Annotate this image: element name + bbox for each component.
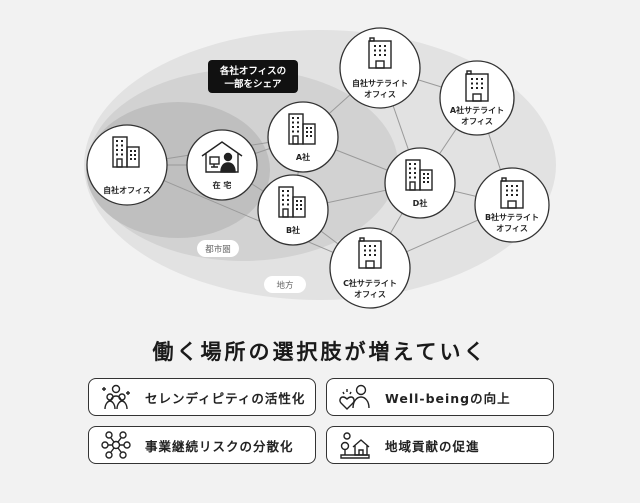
node-label: 自社サテライト xyxy=(352,78,408,88)
benefit-card-community: 地域貢献の促進 xyxy=(326,426,554,464)
urban-area-pill xyxy=(197,240,239,257)
node-label-line2: オフィス xyxy=(461,117,493,126)
node-label-line2: オフィス xyxy=(364,90,396,99)
office-buildings-icon xyxy=(405,159,433,191)
workplace-network-diagram: 各社オフィスの 一部をシェア 都市圏 地方 自社オフィス 在 宅 A社 B社 自社サテラ… xyxy=(84,27,556,309)
building-icon xyxy=(368,37,392,69)
benefit-label: セレンディピティの活性化 xyxy=(145,390,306,406)
node-a: A社 xyxy=(267,101,339,173)
people-sparkle-icon xyxy=(102,384,130,410)
building-icon xyxy=(465,70,489,102)
node-label: B社 xyxy=(286,225,300,235)
connection-line xyxy=(126,164,371,269)
node-own: 自社オフィス xyxy=(86,124,168,206)
regional-area-pill xyxy=(264,276,306,293)
urban-area-label: 都市圏 xyxy=(205,244,231,255)
network-nodes-icon xyxy=(101,431,131,459)
node-d: D社 xyxy=(384,147,456,219)
node-label: A社サテライト xyxy=(450,105,504,115)
benefit-label: 事業継続リスクの分散化 xyxy=(145,438,294,454)
benefit-card-wellbeing: Well-beingの向上 xyxy=(326,378,554,416)
node-label: 自社オフィス xyxy=(103,185,151,195)
benefit-label: Well-beingの向上 xyxy=(385,390,511,406)
office-buildings-icon xyxy=(288,113,316,145)
node-label: D社 xyxy=(413,198,428,208)
heart-person-icon xyxy=(339,384,370,410)
share-callout-line1: 各社オフィスの xyxy=(219,65,286,77)
benefit-label: 地域貢献の促進 xyxy=(385,438,480,454)
benefit-card-serendipity: セレンディピティの活性化 xyxy=(88,378,316,416)
benefit-card-bcp: 事業継続リスクの分散化 xyxy=(88,426,316,464)
building-icon xyxy=(500,177,524,209)
share-callout-line2: 一部をシェア xyxy=(224,78,282,90)
node-home: 在 宅 xyxy=(186,129,258,201)
regional-area-label: 地方 xyxy=(276,280,293,291)
node-label-line2: オフィス xyxy=(354,290,386,299)
node-label: C社サテライト xyxy=(343,278,397,288)
node-b: B社 xyxy=(257,174,329,246)
headline: 働く場所の選択肢が増えていく xyxy=(152,340,488,364)
node-label-line2: オフィス xyxy=(496,224,528,233)
community-house-icon xyxy=(340,432,370,459)
share-callout-box xyxy=(208,60,298,93)
node-label: 在 宅 xyxy=(213,180,232,190)
node-label: A社 xyxy=(296,152,310,162)
office-buildings-icon xyxy=(112,136,140,168)
office-buildings-icon xyxy=(278,186,306,218)
node-label: B社サテライト xyxy=(485,212,539,222)
home-work-icon xyxy=(201,141,243,173)
building-icon xyxy=(358,237,382,269)
